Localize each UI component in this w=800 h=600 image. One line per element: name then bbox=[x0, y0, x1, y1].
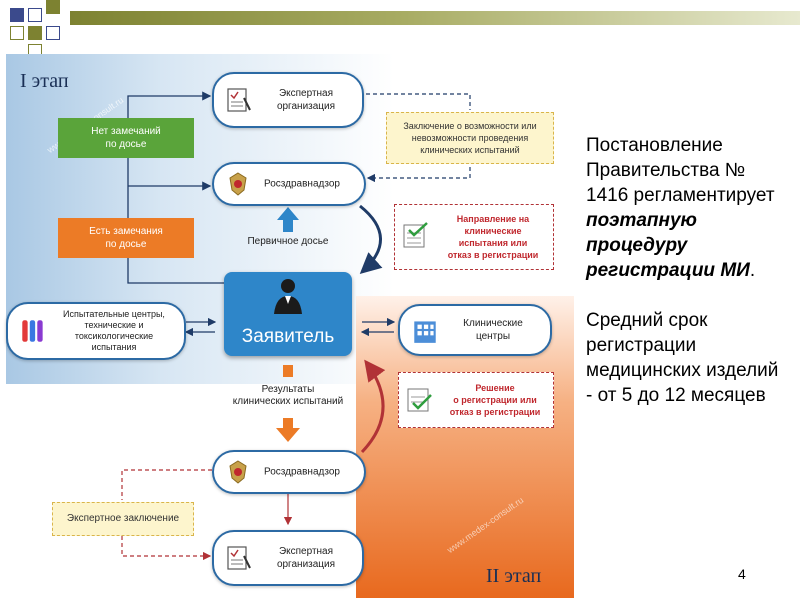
stage1-label: I этап bbox=[20, 70, 69, 92]
test-tubes-icon bbox=[22, 320, 43, 342]
node-applicant: Заявитель bbox=[224, 272, 352, 356]
businessman-icon bbox=[274, 279, 302, 314]
building-icon bbox=[414, 321, 436, 343]
node-roszdrav-bottom: Росздравнадзор bbox=[212, 450, 366, 494]
node-label: Испытательные центры, технические и токс… bbox=[63, 309, 165, 352]
checklist-icon bbox=[227, 88, 251, 112]
node-label: Клинические центры bbox=[463, 318, 523, 342]
emblem-icon bbox=[229, 460, 247, 484]
box-label: Решение о регистрации или отказ в регист… bbox=[449, 383, 541, 417]
box-label: Направление на клинические испытания или… bbox=[447, 214, 539, 260]
node-label: Росздравнадзор bbox=[264, 466, 340, 478]
label-primary-dossier: Первичное досье bbox=[247, 236, 329, 247]
stage2-label: II этап bbox=[486, 565, 542, 587]
corner-square bbox=[10, 26, 24, 40]
node-clinical-centers: Клинические центры bbox=[398, 304, 552, 356]
side-text-duration: Средний срок регистрации медицинских изд… bbox=[586, 310, 779, 406]
node-label: Росздравнадзор bbox=[264, 178, 340, 190]
node-roszdrav-top: Росздравнадзор bbox=[212, 162, 366, 206]
side-text-emphasis: поэтапную процедуру регистрации МИ bbox=[586, 210, 750, 281]
node-test-centers: Испытательные центры, технические и токс… bbox=[6, 302, 186, 360]
corner-square bbox=[10, 8, 24, 22]
check-document-icon bbox=[403, 222, 428, 248]
node-expert-org-top: Экспертная организация bbox=[212, 72, 364, 128]
title-bar bbox=[70, 11, 800, 25]
corner-square bbox=[46, 26, 60, 40]
corner-square bbox=[28, 26, 42, 40]
box-no-remarks: Нет замечаний по досье bbox=[58, 118, 194, 158]
check-document-icon bbox=[407, 388, 432, 412]
box-decision: Решение о регистрации или отказ в регист… bbox=[398, 372, 554, 428]
side-text: Постановление Правительства № 1416 регла… bbox=[586, 133, 786, 408]
box-direction: Направление на клинические испытания или… bbox=[394, 204, 554, 270]
node-label: Экспертная организация bbox=[276, 546, 336, 570]
corner-square bbox=[46, 0, 60, 14]
node-label: Экспертная организация bbox=[276, 88, 336, 112]
page-number: 4 bbox=[738, 566, 746, 582]
side-text-intro: Постановление Правительства № 1416 регла… bbox=[586, 135, 775, 206]
applicant-label: Заявитель bbox=[241, 326, 335, 347]
emblem-icon bbox=[229, 172, 247, 196]
side-text-period: . bbox=[749, 260, 756, 281]
node-expert-org-bottom: Экспертная организация bbox=[212, 530, 364, 586]
corner-square bbox=[28, 8, 42, 22]
box-conclusion: Заключение о возможности или невозможнос… bbox=[386, 112, 554, 164]
checklist-icon bbox=[227, 546, 251, 570]
box-expert-conclusion: Экспертное заключение bbox=[52, 502, 194, 536]
box-has-remarks: Есть замечания по досье bbox=[58, 218, 194, 258]
label-clinical-results: Результаты клинических испытаний bbox=[232, 384, 344, 407]
